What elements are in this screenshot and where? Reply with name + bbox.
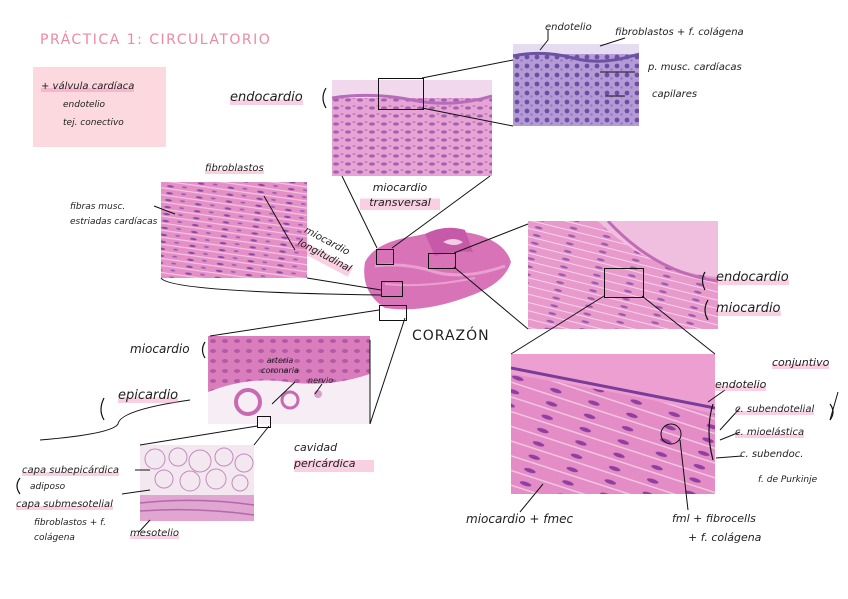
label-endotelio-top: endotelio <box>545 22 592 33</box>
micrograph-adipose <box>140 445 254 521</box>
label-nervio: nervio <box>308 376 334 385</box>
micrograph-endocardium-top <box>332 80 492 176</box>
label-miocardio-transversal: miocardio transversal <box>360 180 440 210</box>
label-fibroblastos-colagena: fibroblastos + f. colágena <box>615 27 744 38</box>
micrograph-endocardium-right <box>528 221 718 329</box>
label-conjuntivo: conjuntivo <box>772 356 830 369</box>
label-miocardio-fmec: miocardio + fmec <box>466 512 574 526</box>
label-cel-musc: p. musc. cardíacas <box>648 62 742 73</box>
zoom-box-epicardium <box>379 305 407 321</box>
label-c-subendoc: c. subendoc. <box>740 449 804 460</box>
label-epicardio: epicardio <box>118 388 179 403</box>
zoom-box-myocardium-left <box>381 281 403 297</box>
micrograph-endocardium-zoom <box>513 44 639 126</box>
label-cavidad-pericardica: cavidad pericárdica <box>294 440 374 472</box>
label-fibroblastos-left: fibroblastos <box>205 163 264 174</box>
note-item-2: tej. conectivo <box>63 118 124 128</box>
micrograph-myocardium-longitudinal <box>161 182 307 278</box>
zoom-box-endocardium <box>378 78 424 110</box>
label-capilares: capilares <box>652 89 698 100</box>
label-endocardio-top: endocardio <box>230 90 303 105</box>
label-c-subendotelial: c. subendotelial <box>735 404 815 415</box>
label-f-colagena-bottom: + f. colágena <box>688 531 762 544</box>
zoom-box-myocardium-top <box>376 249 394 265</box>
page-title: PRÁCTICA 1: CIRCULATORIO <box>40 32 272 48</box>
note-heading: + válvula cardíaca <box>41 81 135 92</box>
label-miocardio-left: miocardio <box>130 342 190 356</box>
label-adiposo: adiposo <box>30 482 66 492</box>
label-fibroblastos-colagena-bottom: fibroblastos + f. colágena <box>34 518 107 543</box>
label-miocardio-right: miocardio <box>716 301 781 316</box>
label-arteria-coronaria: arteria coronaria <box>261 356 299 375</box>
label-fml-fibrocells: fml + fibrocells <box>672 512 756 525</box>
label-capa-subepicardica: capa subepicárdica <box>22 465 119 476</box>
label-endotelio-right: endotelio <box>715 378 767 391</box>
micrograph-epicardium <box>208 336 370 424</box>
note-box: + válvula cardíaca endotelio tej. conect… <box>33 67 166 147</box>
micrograph-heart-section <box>364 227 511 310</box>
note-item-1: endotelio <box>63 100 106 110</box>
label-fibras-musc: fibras musc. estriadas cardíacas <box>70 202 158 227</box>
label-c-mioelastica: c. mioelástica <box>735 427 805 438</box>
zoom-box-adipose <box>257 416 271 428</box>
label-mesotelio: mesotelio <box>130 528 179 539</box>
label-corazon: CORAZÓN <box>412 328 490 344</box>
micrograph-endocardium-detail <box>511 354 715 494</box>
zoom-box-endocardium-right <box>604 268 644 298</box>
label-capa-submesotelial: capa submesotelial <box>16 499 113 510</box>
label-f-purkinje: f. de Purkinje <box>758 475 818 485</box>
zoom-box-right <box>428 253 456 269</box>
label-endocardio-right: endocardio <box>716 270 789 285</box>
